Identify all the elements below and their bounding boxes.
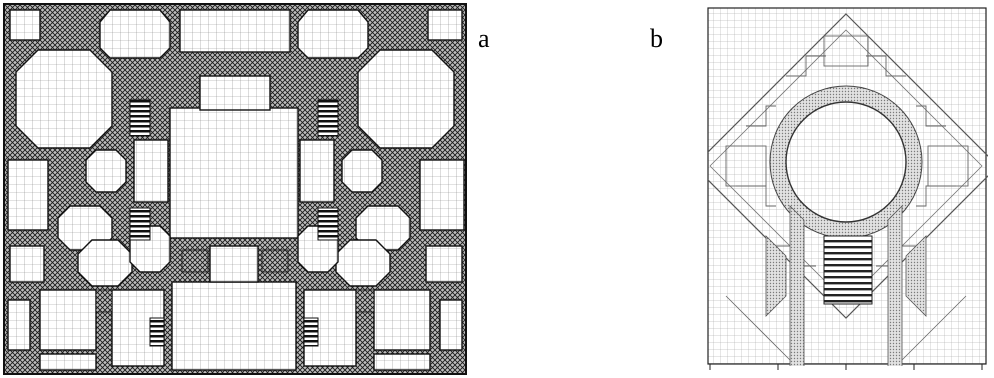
- plan-b-stairs: [823, 235, 873, 305]
- floor-plan-b: [707, 7, 988, 370]
- panel-label-a: a: [478, 24, 490, 53]
- floor-plan-a: [3, 3, 467, 375]
- plan-b-rotunda: [785, 101, 907, 223]
- plan-b-diamond: [708, 13, 988, 319]
- plan-a-rooms: [7, 9, 465, 371]
- plan-b-corridors: [765, 205, 927, 366]
- plan-b-ticks: [709, 364, 983, 370]
- plan-a-dark-blocks: [95, 249, 375, 313]
- panel-label-b: b: [650, 24, 663, 53]
- plan-a-stairs: [129, 99, 339, 347]
- plan-b-rooms: [725, 35, 969, 267]
